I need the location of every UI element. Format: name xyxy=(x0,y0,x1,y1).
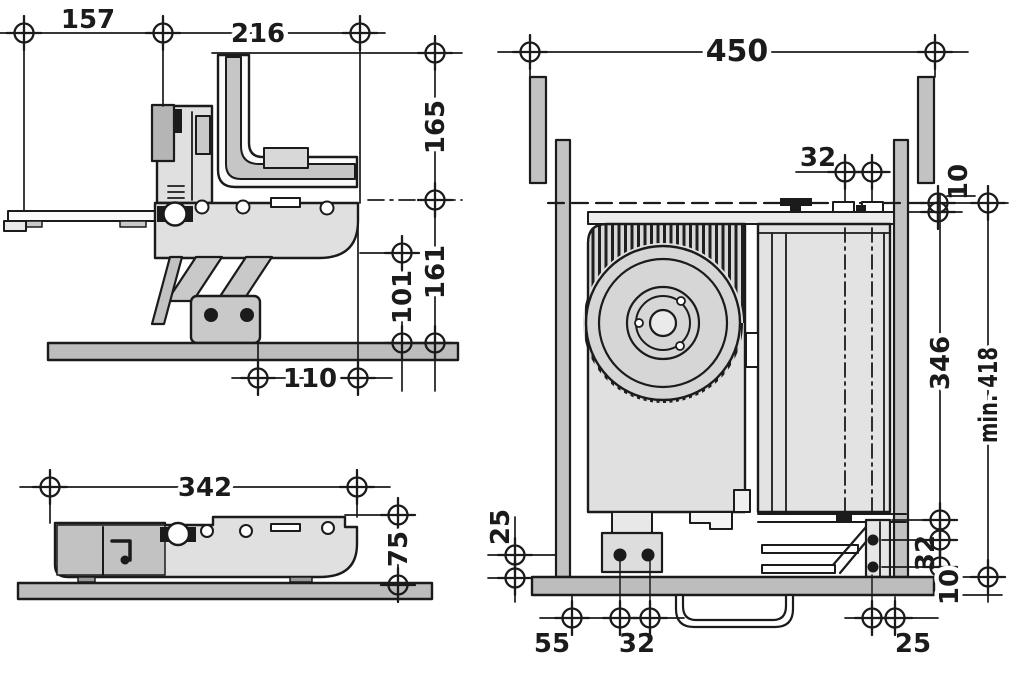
dim-label-75: 75 xyxy=(384,531,414,567)
folded-table-surface xyxy=(16,581,434,601)
folded-body-dark-section xyxy=(56,524,166,576)
front-view-machine xyxy=(530,198,936,629)
folded-screw-1 xyxy=(200,524,214,538)
divider-latch xyxy=(745,332,759,368)
dim-label-342: 342 xyxy=(178,473,232,503)
front-view: 450 32 10 346 min. 418 32 10 25 55 32 25 xyxy=(486,30,1009,660)
support-arm-lower xyxy=(761,564,836,574)
side-view-dimension-labels: 157 216 165 161 101 110 xyxy=(61,5,456,399)
dim-label-161: 161 xyxy=(421,245,451,299)
folded-view-machine xyxy=(16,515,434,601)
adjust-knob xyxy=(150,103,176,163)
folded-lock-knob xyxy=(165,521,191,547)
base-screw-1 xyxy=(194,199,210,215)
column-slide-block xyxy=(195,115,211,155)
dim-label-25-right: 25 xyxy=(895,629,931,659)
base-screw-3 xyxy=(319,200,335,216)
hub-screw-2 xyxy=(634,318,644,328)
center-foot-block xyxy=(733,489,751,513)
folded-linkage xyxy=(110,539,132,562)
carriage-frame xyxy=(216,53,359,189)
shelf-handle xyxy=(674,593,795,629)
cabinet-rail-left xyxy=(528,75,548,185)
pullout-tray xyxy=(7,210,158,222)
dim-label-32-right: 32 xyxy=(911,535,941,571)
hinge-leg-front xyxy=(215,255,274,303)
folded-screw-2 xyxy=(239,524,253,538)
blade-hub-center xyxy=(648,308,678,338)
table-surface xyxy=(46,341,460,362)
front-strut xyxy=(150,255,184,326)
base-screw-2 xyxy=(235,199,251,215)
lock-knob xyxy=(162,201,188,227)
bracket-screw-right xyxy=(641,548,655,562)
dim-label-55: 55 xyxy=(534,629,570,659)
folded-notch xyxy=(270,523,301,532)
tray-foot-right xyxy=(119,220,147,228)
mount-clip-left xyxy=(832,201,855,213)
dim-label-110: 110 xyxy=(283,364,337,394)
front-view-dimension-labels: 450 32 10 346 min. 418 32 10 25 55 32 25 xyxy=(486,30,1009,660)
bottom-rail-screw xyxy=(836,515,852,522)
right-bracket-screw-top xyxy=(867,534,879,546)
knob-shaft xyxy=(174,109,182,133)
dim-label-25-left: 25 xyxy=(486,509,516,545)
dim-label-10-bottom: 10 xyxy=(935,569,965,605)
dim-label-32-bottom: 32 xyxy=(619,629,655,659)
left-mount-neck xyxy=(611,511,653,534)
dim-label-min-418: min. 418 xyxy=(974,347,1004,443)
power-cap xyxy=(780,198,812,206)
cabinet-rail-right xyxy=(916,75,936,185)
folded-pivot xyxy=(120,555,130,565)
mounting-rail xyxy=(587,211,895,225)
dim-label-157: 157 xyxy=(61,5,115,35)
dim-label-450: 450 xyxy=(706,34,769,69)
side-view: 157 216 165 161 101 110 xyxy=(0,5,463,399)
cabinet-panel-right xyxy=(892,138,910,579)
dim-label-101: 101 xyxy=(388,270,418,324)
mount-clip-screw xyxy=(856,205,866,212)
food-holder-plate xyxy=(263,147,309,169)
motor-housing-outline xyxy=(586,222,747,514)
right-bracket-screw-bottom xyxy=(867,561,879,573)
cabinet-panel-left xyxy=(554,138,572,579)
diagonal-brace-1 xyxy=(831,525,868,567)
bracket-screw-left xyxy=(613,548,627,562)
folded-view: 342 75 xyxy=(16,469,434,604)
folded-view-dimension-labels: 342 75 xyxy=(173,469,418,572)
bottom-notch xyxy=(689,511,733,530)
blade-ring xyxy=(597,257,729,389)
base-notch xyxy=(270,197,301,208)
dim-label-165: 165 xyxy=(421,100,451,154)
carriage-platform xyxy=(756,222,892,514)
power-cap-stem xyxy=(790,206,801,212)
carriage-rail-band xyxy=(225,56,356,180)
hub-screw-3 xyxy=(675,341,685,351)
folded-screw-3 xyxy=(321,521,335,535)
foot-screw-right xyxy=(240,308,254,322)
dim-label-346: 346 xyxy=(926,336,956,390)
folded-foot-right xyxy=(289,576,313,583)
tray-foot-left xyxy=(25,220,43,228)
support-arm-upper xyxy=(761,544,859,554)
dim-label-32-top: 32 xyxy=(800,143,836,173)
dim-label-216: 216 xyxy=(231,19,285,49)
folded-foot-left xyxy=(77,576,96,583)
shelf-board xyxy=(530,575,936,597)
side-view-machine xyxy=(3,52,463,362)
tray-end-bracket xyxy=(3,220,27,232)
foot-screw-left xyxy=(204,308,218,322)
dim-label-10-top: 10 xyxy=(944,164,974,200)
hub-screw-1 xyxy=(676,296,686,306)
